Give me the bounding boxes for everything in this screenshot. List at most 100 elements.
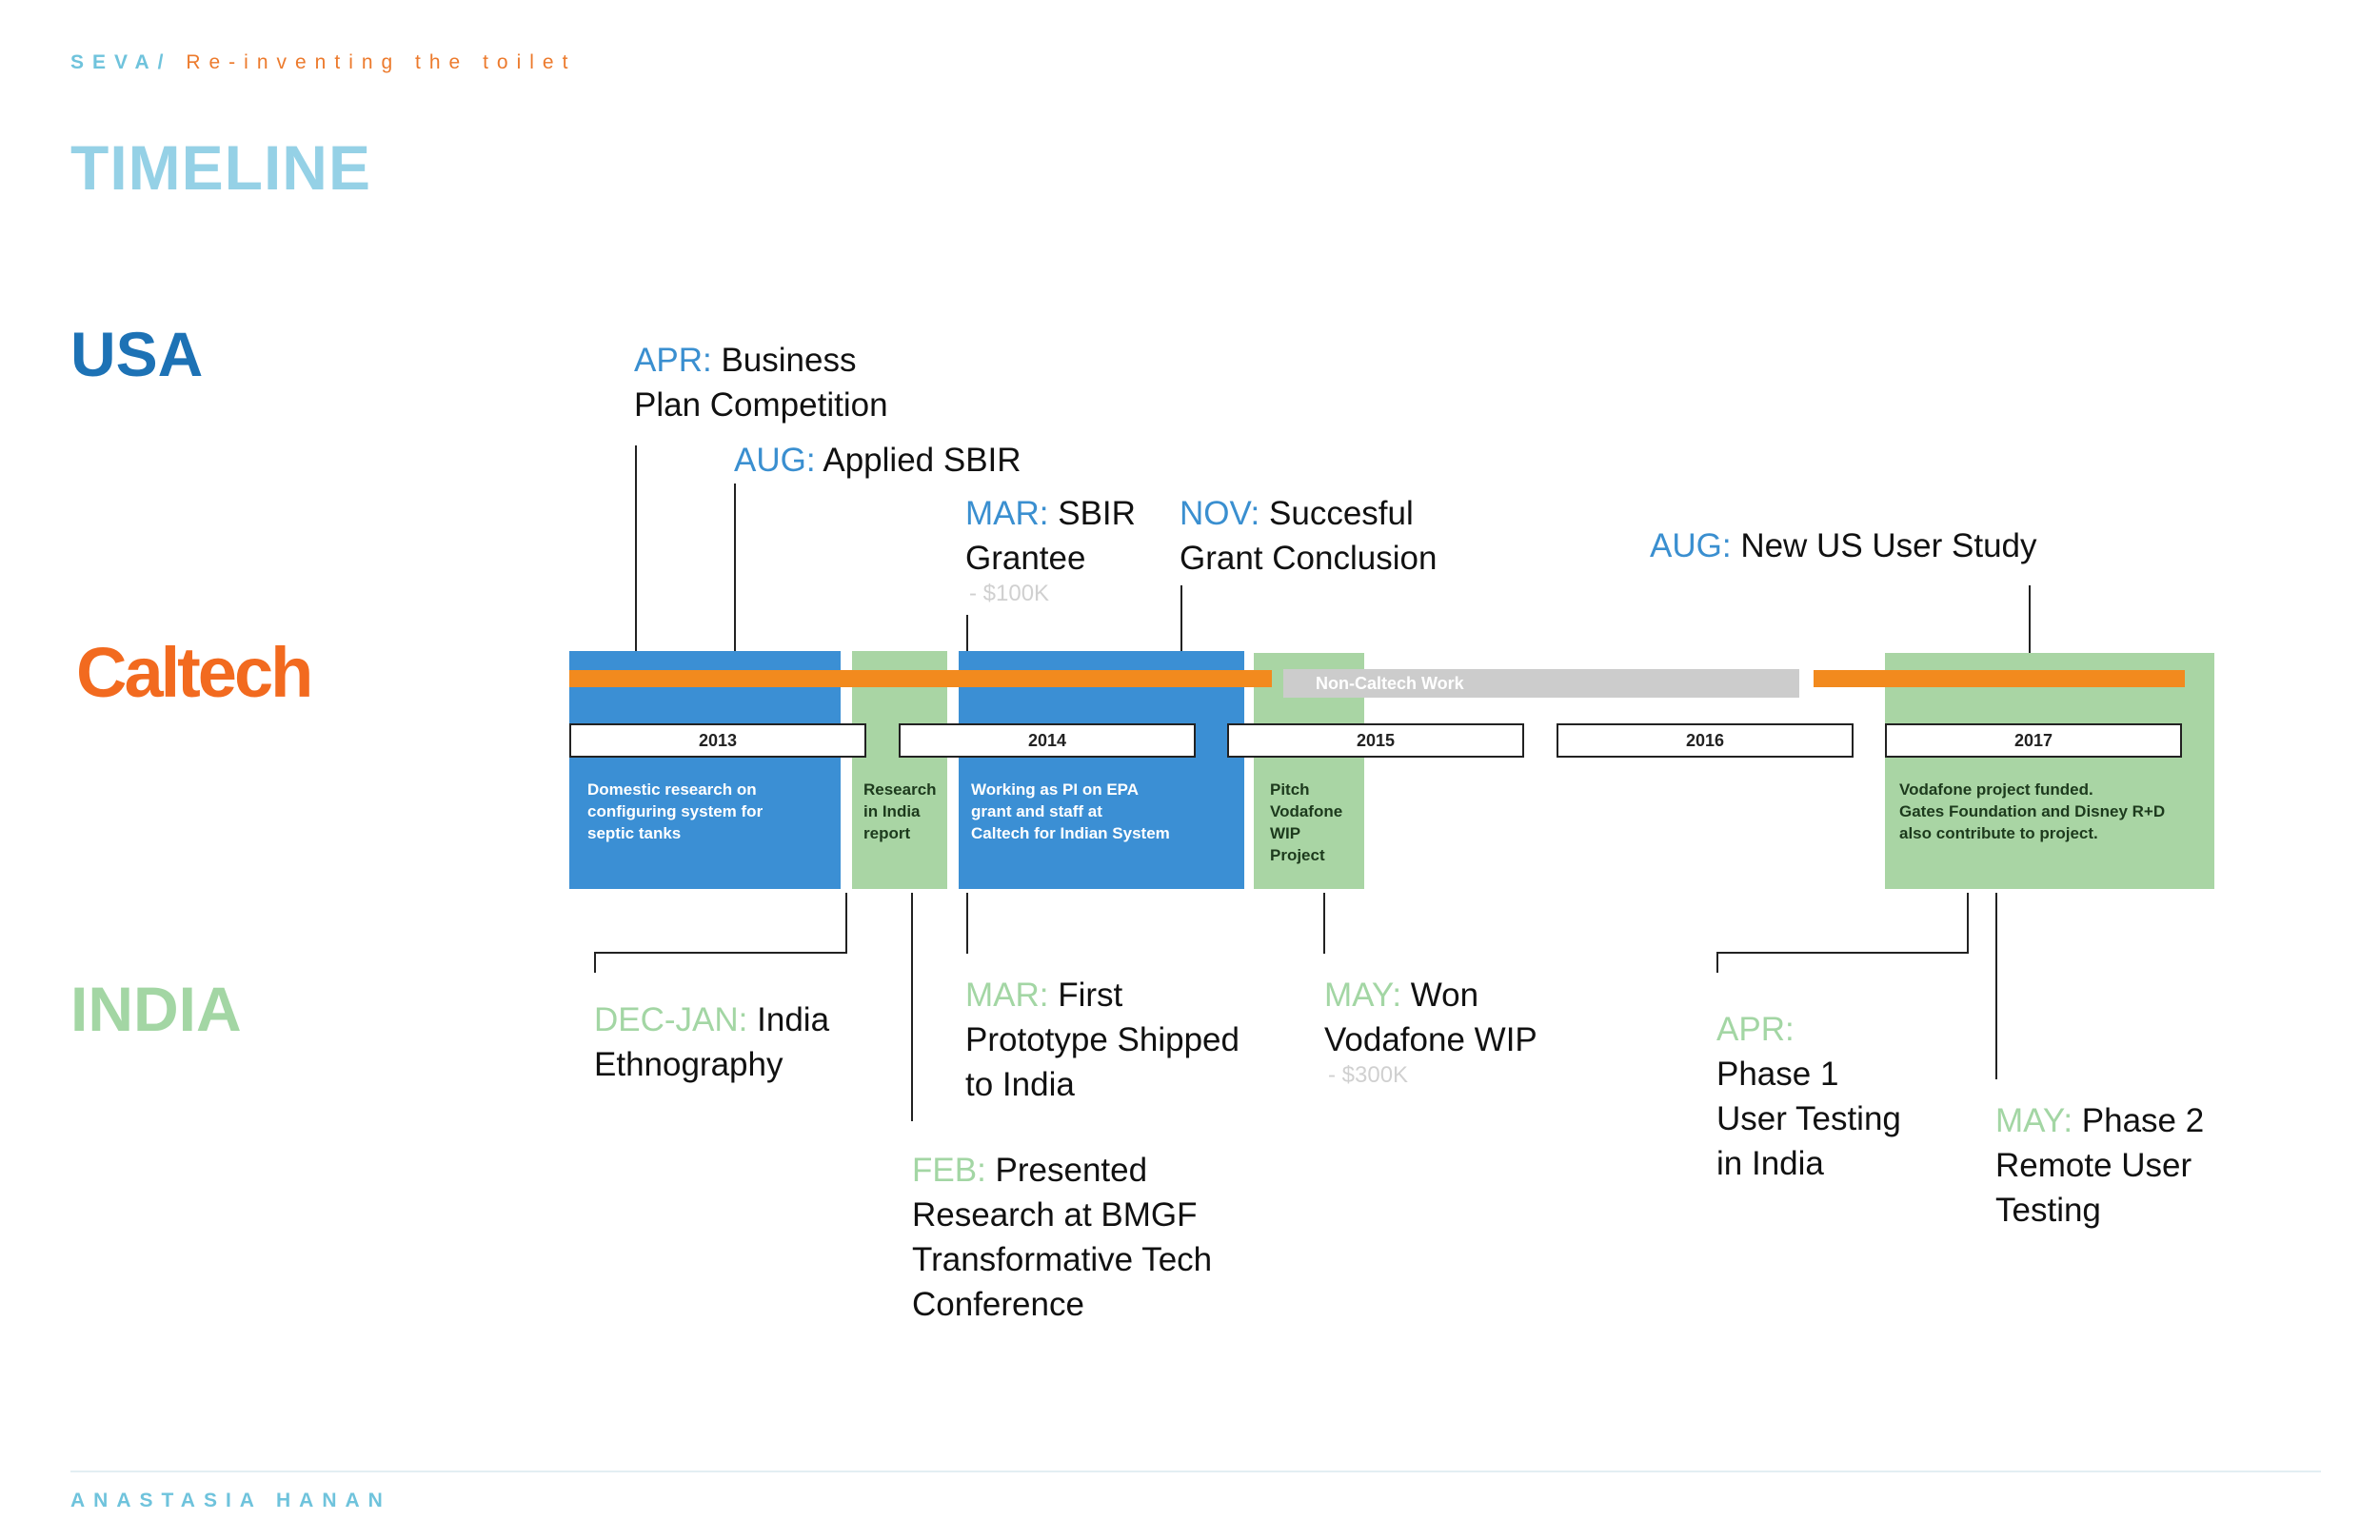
event-nov-grant-conclusion: NOV: Succesful Grant Conclusion — [1180, 491, 1437, 581]
desc-line: grant and staff at — [971, 802, 1102, 820]
event-text: Succesful — [1269, 495, 1414, 532]
desc-pitch: Pitch Vodafone WIP Project — [1270, 779, 1342, 866]
connector-apr-in-v1 — [1967, 893, 1969, 954]
desc-line: Vodafone — [1270, 802, 1343, 820]
block-research-india — [852, 651, 947, 889]
connector-apr-in-v2 — [1716, 952, 1718, 973]
desc-2013: Domestic research on configuring system … — [587, 779, 763, 844]
connector-nov — [1180, 585, 1182, 651]
event-apr-phase1: APR: Phase 1 User Testing in India — [1716, 1007, 1901, 1186]
block-2013 — [569, 651, 841, 889]
event-month: MAY: — [1995, 1102, 2073, 1139]
connector-decjan-v1 — [845, 893, 847, 954]
event-text: Ethnography — [594, 1046, 783, 1083]
amount-300k: - $300K — [1328, 1062, 1409, 1088]
event-decjan-ethnography: DEC-JAN: India Ethnography — [594, 997, 829, 1087]
header-kicker: SEVA/ Re-inventing the toilet — [70, 51, 576, 74]
connector-aug — [734, 484, 736, 651]
region-india: INDIA — [70, 974, 242, 1044]
event-text: User Testing — [1716, 1100, 1901, 1137]
year-2013: 2013 — [569, 723, 866, 758]
desc-line: Domestic research on — [587, 780, 757, 799]
event-may-vodafone: MAY: Won Vodafone WIP — [1324, 973, 1537, 1062]
event-text: in India — [1716, 1145, 1824, 1182]
desc-line: report — [863, 824, 911, 842]
desc-line: septic tanks — [587, 824, 682, 842]
event-text: Applied SBIR — [823, 442, 1021, 479]
desc-research: Research in India report — [863, 779, 937, 844]
event-month: APR: — [1716, 1011, 1795, 1048]
event-aug-us-user-study: AUG: New US User Study — [1650, 523, 2037, 568]
event-month: MAR: — [965, 977, 1049, 1014]
event-text: Research at BMGF — [912, 1196, 1198, 1234]
connector-apr — [635, 445, 637, 651]
event-apr-business-plan: APR: Business Plan Competition — [634, 338, 888, 427]
year-2014: 2014 — [899, 723, 1196, 758]
event-text: Transformative Tech — [912, 1241, 1213, 1278]
event-text: Vodafone WIP — [1324, 1021, 1537, 1058]
non-caltech-bar: Non-Caltech Work — [1283, 669, 1799, 698]
desc-line: also contribute to project. — [1899, 824, 2098, 842]
event-may-phase2: MAY: Phase 2 Remote User Testing — [1995, 1098, 2204, 1233]
event-aug-sbir: AUG: Applied SBIR — [734, 438, 1021, 483]
desc-line: Pitch — [1270, 780, 1310, 799]
connector-may2 — [1995, 893, 1997, 1079]
connector-mar-in — [966, 893, 968, 954]
event-month: FEB: — [912, 1152, 986, 1189]
non-caltech-label: Non-Caltech Work — [1316, 674, 1464, 693]
footer-divider — [70, 1471, 2321, 1472]
connector-decjan-v2 — [594, 952, 596, 973]
page-title: TIMELINE — [70, 132, 371, 203]
desc-line: WIP — [1270, 824, 1301, 842]
kicker-brand: SEVA/ — [70, 51, 172, 73]
region-caltech: Caltech — [76, 633, 313, 712]
event-text: Phase 1 — [1716, 1056, 1839, 1093]
desc-line: Vodafone project funded. — [1899, 780, 2093, 799]
event-text: Grantee — [965, 540, 1086, 577]
connector-mar — [966, 615, 968, 651]
event-month: MAR: — [965, 495, 1049, 532]
event-text: India — [757, 1001, 830, 1038]
year-2017: 2017 — [1885, 723, 2182, 758]
connector-apr-in-h — [1716, 952, 1969, 954]
event-mar-prototype: MAR: First Prototype Shipped to India — [965, 973, 1240, 1107]
event-text: Won — [1410, 977, 1479, 1014]
desc-line: Gates Foundation and Disney R+D — [1899, 802, 2166, 820]
year-2015: 2015 — [1227, 723, 1524, 758]
event-text: Testing — [1995, 1192, 2101, 1229]
event-text: Business — [721, 342, 857, 379]
event-text: New US User Study — [1740, 527, 2037, 564]
event-text: Prototype Shipped — [965, 1021, 1240, 1058]
event-text: Remote User — [1995, 1147, 2192, 1184]
event-text: Conference — [912, 1286, 1084, 1323]
desc-line: in India — [863, 802, 921, 820]
event-month: DEC-JAN: — [594, 1001, 748, 1038]
year-2016: 2016 — [1557, 723, 1854, 758]
event-mar-sbir-grantee: MAR: SBIR Grantee — [965, 491, 1136, 581]
desc-2014: Working as PI on EPA grant and staff at … — [971, 779, 1170, 844]
desc-line: Project — [1270, 846, 1325, 864]
kicker-subtitle: Re-inventing the toilet — [186, 51, 577, 73]
event-text: Presented — [995, 1152, 1148, 1189]
desc-line: Caltech for Indian System — [971, 824, 1170, 842]
event-text: to India — [965, 1066, 1075, 1103]
caltech-bar-1 — [569, 670, 1272, 687]
block-2017 — [1885, 653, 2214, 889]
event-month: MAY: — [1324, 977, 1402, 1014]
desc-2017: Vodafone project funded. Gates Foundatio… — [1899, 779, 2165, 844]
desc-line: Working as PI on EPA — [971, 780, 1140, 799]
footer-author: ANASTASIA HANAN — [70, 1490, 391, 1511]
desc-line: configuring system for — [587, 802, 764, 820]
connector-may — [1323, 893, 1325, 954]
caltech-bar-2 — [1814, 670, 2185, 687]
connector-feb — [911, 893, 913, 1121]
event-month: NOV: — [1180, 495, 1260, 532]
event-text: SBIR — [1058, 495, 1136, 532]
connector-aug2 — [2029, 585, 2031, 653]
event-month: AUG: — [734, 442, 816, 479]
event-month: AUG: — [1650, 527, 1732, 564]
event-text: Phase 2 — [2081, 1102, 2205, 1139]
event-text: Grant Conclusion — [1180, 540, 1438, 577]
event-feb-bmgf: FEB: Presented Research at BMGF Transfor… — [912, 1148, 1212, 1327]
event-text: First — [1058, 977, 1123, 1014]
